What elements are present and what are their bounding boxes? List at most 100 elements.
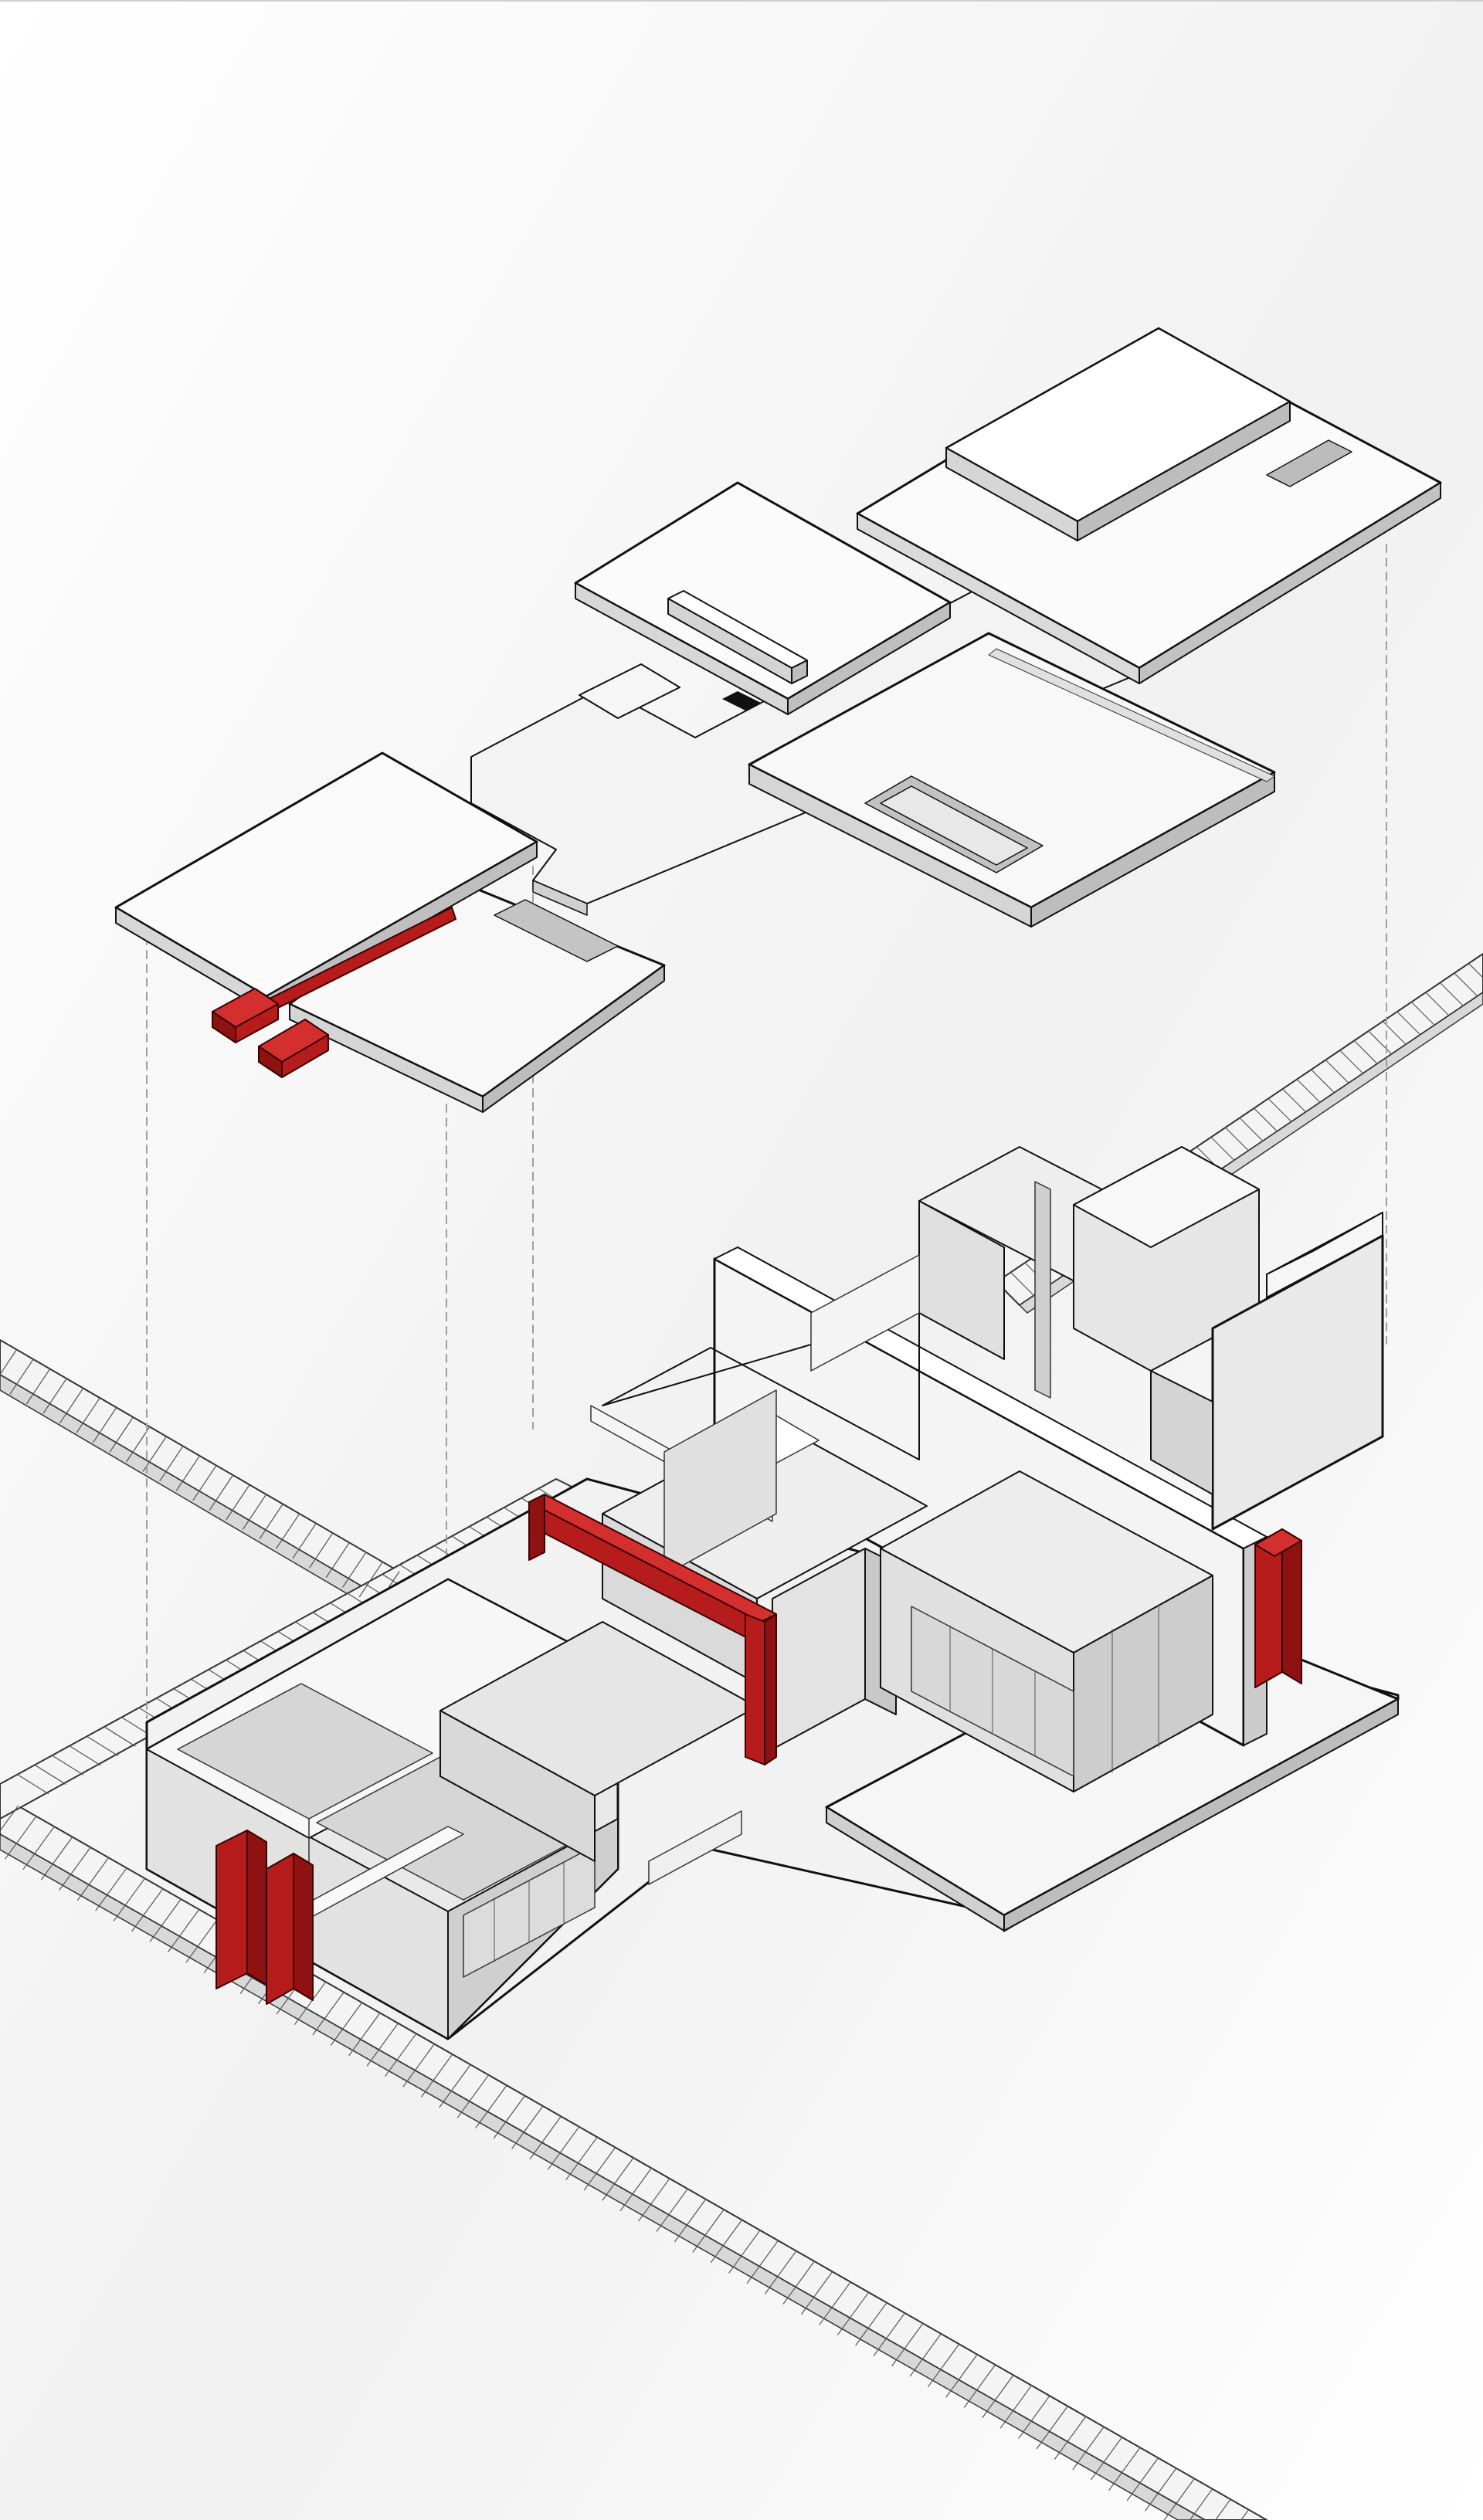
paving-joint [1281,1088,1307,1113]
paving-joint [855,2302,887,2346]
paving-joint [548,2126,580,2170]
paving-joint [385,2033,417,2077]
roof-red-beam [212,907,456,1078]
paving-joint [873,2312,906,2356]
paving-joint [325,1542,350,1579]
paving-joint [638,2178,670,2222]
roof-slab-east-upper [856,327,1442,684]
paving-joint [131,1888,164,1932]
paving-joint [945,2354,978,2398]
paving-joint [126,1426,151,1463]
paving-joint [309,1532,334,1569]
paving-joint [1010,1271,1035,1297]
paving-joint [113,1877,146,1921]
paving-joint [22,1826,55,1870]
paving-joint [782,2261,815,2305]
paving-joint [0,1348,18,1375]
north-east-rooms [602,1146,1384,1531]
paving-joint [42,1378,67,1414]
paving-joint [86,1735,119,1756]
paving-joint [1018,2395,1050,2439]
paving-joint [243,1494,267,1530]
paving-joint [226,1484,250,1521]
paving-joint [1425,992,1450,1016]
paving-joint [259,1503,283,1540]
paving-joint [1214,2498,1231,2520]
paving-joint [674,2199,707,2243]
paving-joint [59,1847,91,1891]
paving-joint [292,1522,317,1559]
paving-joint [891,2322,924,2366]
paving-joint [1268,1097,1292,1123]
paving-joint [963,2364,996,2408]
paving-joint [26,1368,51,1405]
paving-joint [175,1455,201,1491]
paving-joint [1189,2488,1213,2520]
paving-joint [1210,1136,1235,1162]
paving-joint [421,2054,453,2098]
paving-joint [109,1416,134,1453]
paving-joint [565,2136,598,2180]
paving-joint [692,2209,725,2253]
paving-joint [1163,2478,1195,2520]
paving-joint [1439,982,1464,1007]
paving-joint [76,1857,110,1901]
paving-joint [41,1837,73,1881]
paving-joint [0,1805,19,1832]
paving-joint [159,1445,184,1482]
paving-joint [1311,1069,1335,1094]
paving-joint [493,2095,526,2139]
paving-joint [475,2084,507,2128]
paving-joint [909,2333,942,2377]
paving-joint [358,1561,383,1598]
paving-joint [728,2230,761,2274]
paving-joint [149,1898,182,1942]
paving-joint [1239,1117,1264,1142]
paving-joint [1296,1078,1321,1104]
paving-joint [1108,2447,1141,2491]
paving-joint [34,1764,66,1785]
paving-joint [209,1474,234,1511]
paving-joint [5,1816,37,1860]
paving-joint [93,1406,117,1443]
paving-joint [1072,2426,1105,2470]
paving-joint [276,1513,300,1549]
paving-joint [1253,1107,1278,1132]
paving-joint [837,2291,870,2335]
east-living-volume [880,1470,1213,1792]
paving-joint [9,1358,34,1395]
paving-joint [1339,1050,1364,1074]
paving-joint [192,1464,217,1501]
paving-joint [1368,1030,1393,1055]
paving-joint [619,2167,653,2211]
paving-joint [69,1745,101,1766]
paving-joint [16,1774,49,1795]
paving-joint [1396,1011,1421,1036]
paving-joint [1468,962,1483,978]
paving-joint [765,2250,797,2294]
paving-joint [1353,1040,1378,1065]
paving-joint [104,1726,136,1747]
paving-joint [294,1981,327,2025]
paving-joint [999,2385,1033,2429]
paving-joint [330,2002,363,2046]
paving-joint [982,2374,1014,2418]
paving-joint [928,2343,960,2387]
paving-joint [342,1552,367,1588]
paving-joint [1224,1127,1250,1151]
paving-joint [76,1397,100,1433]
paving-joint [1240,2509,1250,2520]
paving-joint [1090,2437,1123,2481]
paving-joint [656,2188,688,2232]
paving-joint [59,1387,84,1424]
paving-joint [456,2074,490,2118]
paving-joint [1036,2406,1068,2450]
red-column-east [1254,1528,1302,1688]
paving-joint [185,1919,218,1963]
red-column-frame-west [215,1830,314,2005]
paving-joint [95,1867,127,1911]
paving-joint [511,2105,544,2149]
paving-joint [1454,972,1478,997]
paving-joint [168,1908,200,1952]
